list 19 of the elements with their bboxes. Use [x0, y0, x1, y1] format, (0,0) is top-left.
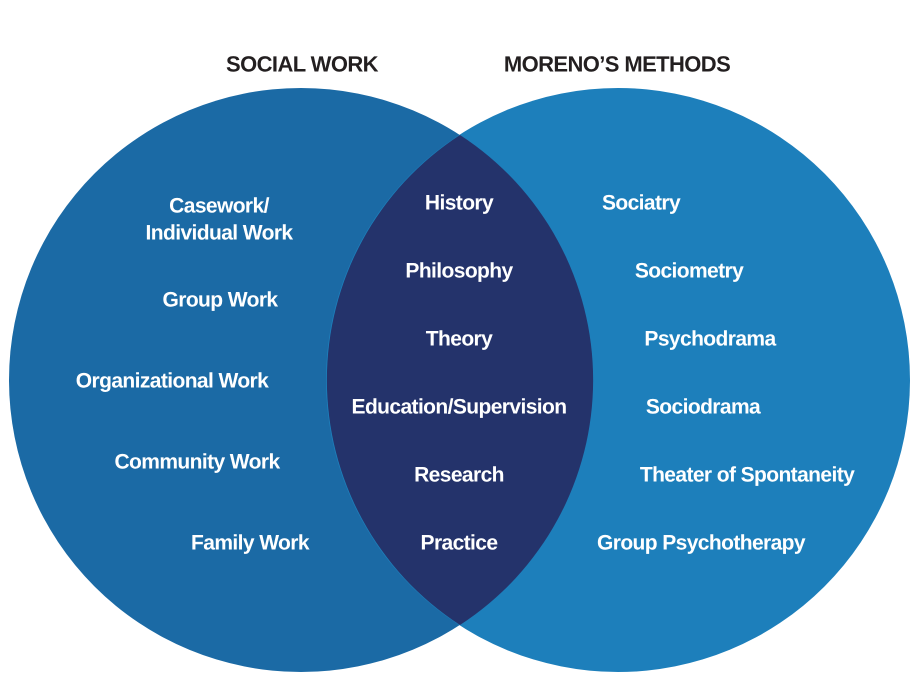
topic-label: Practice — [420, 530, 498, 556]
circle-heading: MORENO’S METHODS — [504, 50, 730, 79]
topic-label: Psychodrama — [644, 326, 776, 352]
topic-label: Community Work — [114, 449, 280, 476]
topic-label: Casework/ Individual Work — [144, 194, 294, 247]
topic-label: Education/Supervision — [352, 394, 566, 420]
topic-label: Theory — [426, 326, 492, 352]
topic-label: Family Work — [191, 530, 309, 556]
topic-label: Organizational Work — [76, 368, 268, 394]
topic-label: Philosophy — [405, 258, 513, 284]
topic-label: Group Work — [162, 287, 278, 314]
topic-label: Group Psychotherapy — [597, 530, 805, 556]
topic-label: Sociometry — [634, 258, 744, 284]
circle-heading: SOCIAL WORK — [226, 50, 378, 79]
topic-label: Sociodrama — [646, 394, 760, 420]
topic-label: History — [424, 190, 494, 216]
topic-label: Research — [414, 462, 504, 488]
topic-label: Sociatry — [602, 190, 680, 216]
topic-label: Theater of Spontaneity — [640, 462, 854, 488]
